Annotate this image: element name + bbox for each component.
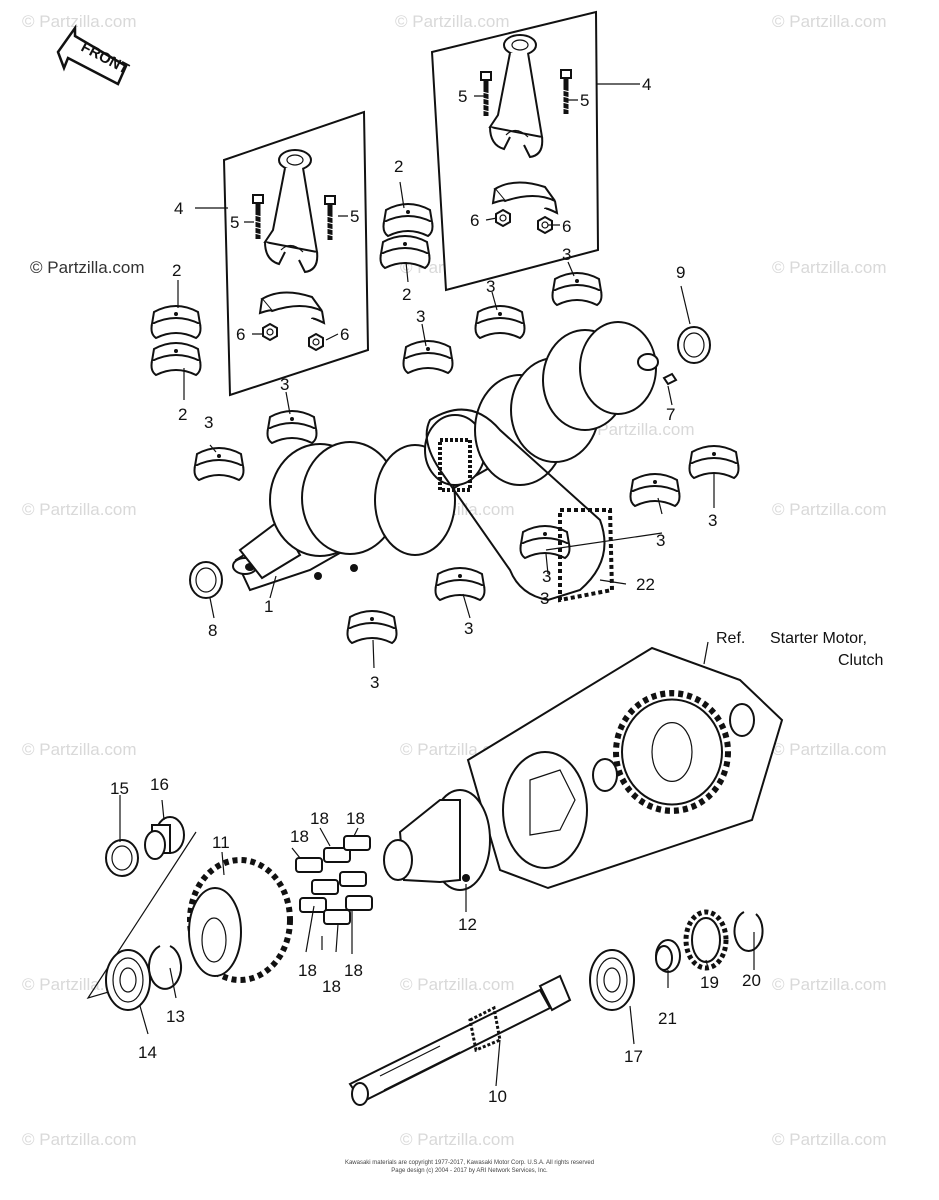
ball-bearing-17 — [589, 949, 635, 1011]
collar-16 — [144, 816, 185, 860]
callout-2: 2 — [172, 261, 181, 280]
nut-15 — [105, 839, 139, 877]
oil-seal-left — [189, 561, 223, 599]
woodruff-key — [662, 372, 678, 386]
callout-6: 6 — [236, 325, 245, 344]
callout-3: 3 — [204, 413, 213, 432]
callout-19: 19 — [700, 973, 719, 992]
callout-4: 4 — [174, 199, 183, 218]
collar-21 — [655, 939, 681, 973]
watermark: © Partzilla.com — [22, 500, 137, 519]
callout-1: 1 — [264, 597, 273, 616]
callout-3: 3 — [540, 589, 549, 608]
callout-18: 18 — [346, 809, 365, 828]
connecting-rod-panel-left — [222, 110, 370, 397]
oil-seal-right — [677, 326, 711, 364]
circlip-20 — [733, 911, 764, 952]
callout-18: 18 — [298, 961, 317, 980]
callout-3: 3 — [464, 619, 473, 638]
callout-3: 3 — [542, 567, 551, 586]
callout-6: 6 — [470, 211, 479, 230]
primary-gear — [187, 857, 293, 983]
watermark: © Partzilla.com — [580, 420, 695, 439]
leader-lines — [119, 83, 755, 1087]
watermark: © Partzilla.com — [400, 1130, 515, 1149]
callout-21: 21 — [658, 1009, 677, 1028]
callout-numbers: 1 2 2 2 2 3 3 3 3 3 3 3 3 3 3 3 3 4 4 5 … — [110, 75, 761, 1106]
watermark: © Partzilla.com — [30, 258, 145, 277]
watermark: © Partzilla.com — [400, 975, 515, 994]
ref-note-line2: Clutch — [838, 652, 884, 669]
starter-clutch-reference-panel — [466, 646, 784, 890]
callout-5: 5 — [458, 87, 467, 106]
ref-note-prefix: Ref. — [716, 630, 746, 647]
watermark: © Partzilla.com — [772, 500, 887, 519]
callout-22: 22 — [636, 575, 655, 594]
callout-16: 16 — [150, 775, 169, 794]
callout-2: 2 — [402, 285, 411, 304]
watermark: © Partzilla.com — [22, 740, 137, 759]
sprocket-19 — [683, 909, 729, 971]
callout-15: 15 — [110, 779, 129, 798]
page-design-line: Page design (c) 2004 - 2017 by ARI Netwo… — [391, 1168, 548, 1174]
callout-4: 4 — [642, 75, 651, 94]
copyright-line: Kawasaki materials are copyright 1977-20… — [344, 1160, 595, 1166]
callout-17: 17 — [624, 1047, 643, 1066]
callout-18: 18 — [322, 977, 341, 996]
starter-clutch-rollers — [295, 835, 373, 925]
callout-18: 18 — [290, 827, 309, 846]
callout-3: 3 — [370, 673, 379, 692]
callout-18: 18 — [310, 809, 329, 828]
watermark: © Partzilla.com — [772, 258, 887, 277]
callout-10: 10 — [488, 1087, 507, 1106]
callout-5: 5 — [580, 91, 589, 110]
ref-note-line1: Starter Motor, — [770, 630, 867, 647]
callout-18: 18 — [344, 961, 363, 980]
callout-3: 3 — [562, 245, 571, 264]
callout-5: 5 — [230, 213, 239, 232]
watermark: © Partzilla.com — [22, 1130, 137, 1149]
callout-3: 3 — [708, 511, 717, 530]
callout-12: 12 — [458, 915, 477, 934]
callout-3: 3 — [416, 307, 425, 326]
crankshaft — [232, 321, 659, 592]
callout-6: 6 — [562, 217, 571, 236]
callout-2: 2 — [178, 405, 187, 424]
callout-3: 3 — [280, 375, 289, 394]
callout-8: 8 — [208, 621, 217, 640]
watermark: © Partzilla.com — [772, 975, 887, 994]
callout-20: 20 — [742, 971, 761, 990]
watermark: © Partzilla.com — [772, 12, 887, 31]
callout-7: 7 — [666, 405, 675, 424]
watermark: © Partzilla.com — [772, 1130, 887, 1149]
connecting-rod-panel-right — [430, 10, 600, 292]
callout-13: 13 — [166, 1007, 185, 1026]
callout-3: 3 — [656, 531, 665, 550]
callout-6: 6 — [340, 325, 349, 344]
secondary-shaft — [348, 974, 572, 1106]
callout-14: 14 — [138, 1043, 157, 1062]
cam-chain — [425, 408, 615, 603]
watermark: © Partzilla.com — [22, 12, 137, 31]
callout-5: 5 — [350, 207, 359, 226]
callout-2: 2 — [394, 157, 403, 176]
front-arrow-icon: FRONT — [56, 24, 132, 86]
starter-clutch-hub — [383, 789, 491, 891]
callout-9: 9 — [676, 263, 685, 282]
watermark: © Partzilla.com — [772, 740, 887, 759]
callout-3: 3 — [486, 277, 495, 296]
watermark: © Partzilla.com — [395, 12, 510, 31]
ball-bearing-14 — [105, 949, 151, 1011]
circlip-13 — [148, 945, 182, 990]
callout-11: 11 — [212, 833, 230, 852]
